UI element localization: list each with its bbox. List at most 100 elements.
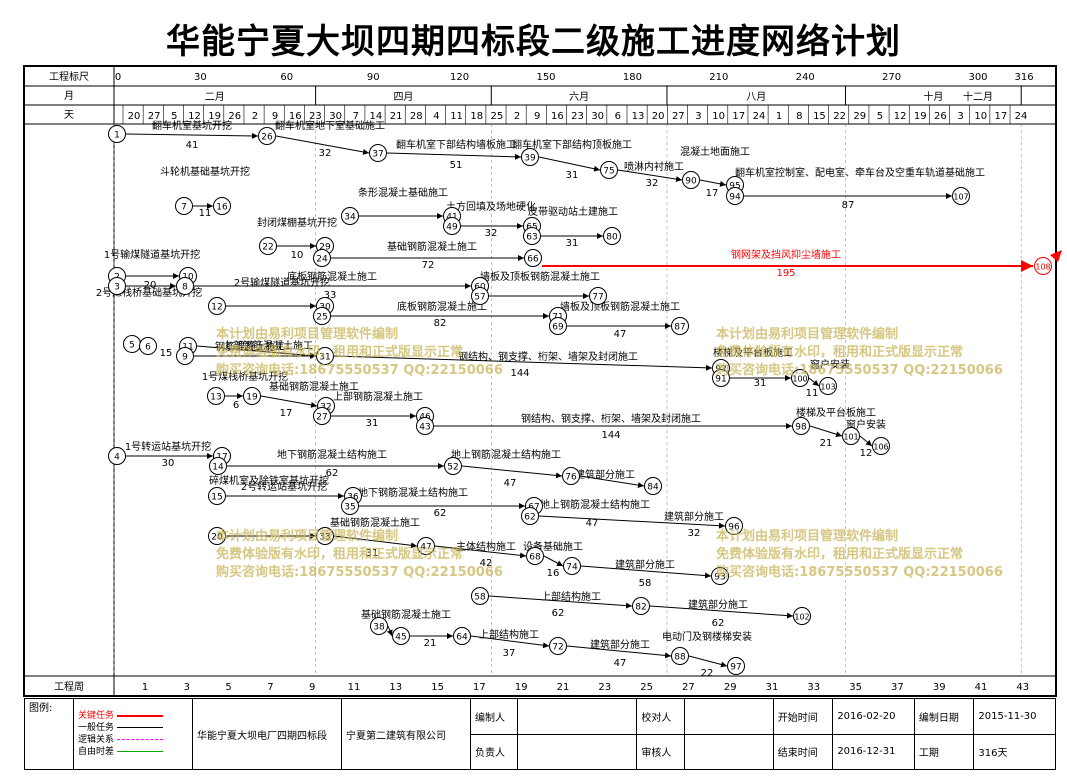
day-label: 1 — [776, 111, 782, 122]
day-label: 4 — [433, 111, 439, 122]
watermark-3: 本计划由易利项目管理软件编制免费体验版有水印，租用和正式版显示正常购买咨询电话:… — [216, 529, 503, 580]
week-label: 13 — [389, 682, 402, 693]
task-label: 上部结构施工 — [541, 590, 601, 603]
event-node-number: 57 — [474, 293, 485, 303]
critical-flag-icon — [1050, 250, 1062, 262]
day-label: 17 — [732, 111, 745, 122]
task-duration: 47 — [586, 518, 599, 529]
prepared-by-label: 编制人 — [469, 698, 519, 735]
event-node-number: 97 — [730, 663, 741, 673]
event-node: 96 — [725, 517, 743, 535]
event-node: 20 — [208, 527, 226, 545]
week-label: 29 — [724, 682, 737, 693]
day-label: 21 — [390, 111, 403, 122]
task-duration: 11 — [199, 208, 212, 219]
task-duration: 82 — [434, 318, 447, 329]
scale-tick-label: 240 — [796, 72, 815, 83]
prepared-by-value — [517, 698, 638, 735]
task-duration: 42 — [480, 558, 493, 569]
event-node: 37 — [369, 144, 387, 162]
event-node-number: 12 — [211, 303, 222, 313]
event-node-number: 15 — [211, 493, 222, 503]
week-label: 39 — [933, 682, 946, 693]
event-node: 102 — [793, 607, 811, 625]
task-duration: 62 — [712, 618, 725, 629]
week-label: 15 — [431, 682, 444, 693]
event-node-number: 29 — [319, 243, 331, 253]
compiled-label: 编制日期 — [913, 698, 975, 735]
event-node-number: 103 — [820, 383, 835, 392]
event-node-number: 33 — [319, 533, 330, 543]
week-label: 43 — [1016, 682, 1029, 693]
task-label: 混凝土地面施工 — [680, 145, 750, 158]
task-arrow — [196, 345, 317, 359]
event-node: 108 — [1034, 257, 1052, 275]
event-node: 74 — [563, 557, 581, 575]
event-node-number: 69 — [552, 323, 564, 333]
task-label: 地下钢筋混凝土结构施工 — [358, 486, 468, 499]
event-node: 9 — [176, 347, 194, 365]
duration-value: 316天 — [973, 733, 1056, 770]
task-arrow — [688, 655, 728, 668]
task-arrow — [333, 355, 713, 371]
event-node-number: 34 — [344, 213, 356, 223]
task-duration: 31 — [366, 418, 379, 429]
day-label: 3 — [695, 111, 701, 122]
scale-tick-label: 316 — [1015, 72, 1034, 83]
event-node: 80 — [603, 227, 621, 245]
start-label: 开始时间 — [772, 698, 834, 735]
task-label: 建筑部分施工 — [688, 598, 748, 611]
watermark-4: 本计划由易利项目管理软件编制免费体验版有水印，租用和正式版显示正常购买咨询电话:… — [716, 529, 1003, 580]
task-label: 钢结构、钢支撑、桁架、墙架及封闭施工 — [521, 412, 701, 425]
month-label: 十月 — [923, 90, 943, 103]
task-label: 碎煤机室及除铁室基坑开挖 — [209, 474, 329, 487]
compiled-value: 2015-11-30 — [973, 698, 1056, 735]
task-duration: 144 — [510, 368, 529, 379]
event-node-number: 82 — [635, 603, 646, 613]
event-node-number: 45 — [395, 633, 406, 643]
event-node-number: 95 — [729, 182, 740, 192]
event-node-number: 107 — [953, 193, 968, 202]
task-duration: 195 — [776, 268, 795, 279]
row-label-scale: 工程标尺 — [49, 71, 89, 83]
event-node-number: 25 — [316, 313, 327, 323]
task-duration: 31 — [754, 378, 767, 389]
week-label: 19 — [515, 682, 528, 693]
event-node-number: 9 — [182, 353, 188, 363]
task-label: 底板钢筋混凝土施工 — [397, 300, 487, 313]
event-node: 49 — [443, 217, 461, 235]
event-node: 35 — [341, 497, 359, 515]
event-node-number: 35 — [344, 503, 355, 513]
event-node: 15 — [208, 487, 226, 505]
event-node-number: 72 — [552, 643, 563, 653]
task-duration: 6 — [233, 400, 239, 411]
task-duration: 31 — [366, 548, 379, 559]
event-node: 22 — [259, 237, 277, 255]
task-arrow — [566, 645, 672, 659]
event-node-number: 4 — [114, 453, 120, 463]
scale-tick-label: 270 — [882, 72, 901, 83]
task-label: 基础钢筋混凝土施工 — [330, 516, 420, 529]
event-node: 12 — [208, 297, 226, 315]
day-label: 27 — [672, 111, 685, 122]
task-label: 1号输煤隧道基坑开挖 — [104, 248, 200, 261]
event-node: 14 — [209, 457, 227, 475]
task-duration: 62 — [326, 468, 339, 479]
responsible-label: 负责人 — [469, 733, 519, 770]
event-node: 101 — [842, 427, 860, 445]
event-node-number: 39 — [524, 154, 536, 164]
task-arrow — [434, 545, 527, 559]
event-node-number: 19 — [246, 393, 258, 403]
task-duration: 11 — [806, 388, 819, 399]
event-node-number: 10 — [182, 273, 194, 283]
event-node-number: 63 — [526, 233, 537, 243]
event-node: 88 — [671, 647, 689, 665]
event-node-number: 27 — [316, 413, 327, 423]
footer-info-table: 图例: 关键任务 一般任务 逻辑关系 自由时差 华能宁夏大坝电厂四期四标段 宁夏… — [24, 698, 1056, 770]
month-label: 六月 — [569, 91, 589, 103]
event-node: 87 — [671, 317, 689, 335]
event-node-number: 66 — [527, 255, 539, 265]
event-node-number: 74 — [566, 563, 578, 573]
event-node-number: 16 — [216, 203, 228, 213]
day-label: 27 — [148, 111, 161, 122]
